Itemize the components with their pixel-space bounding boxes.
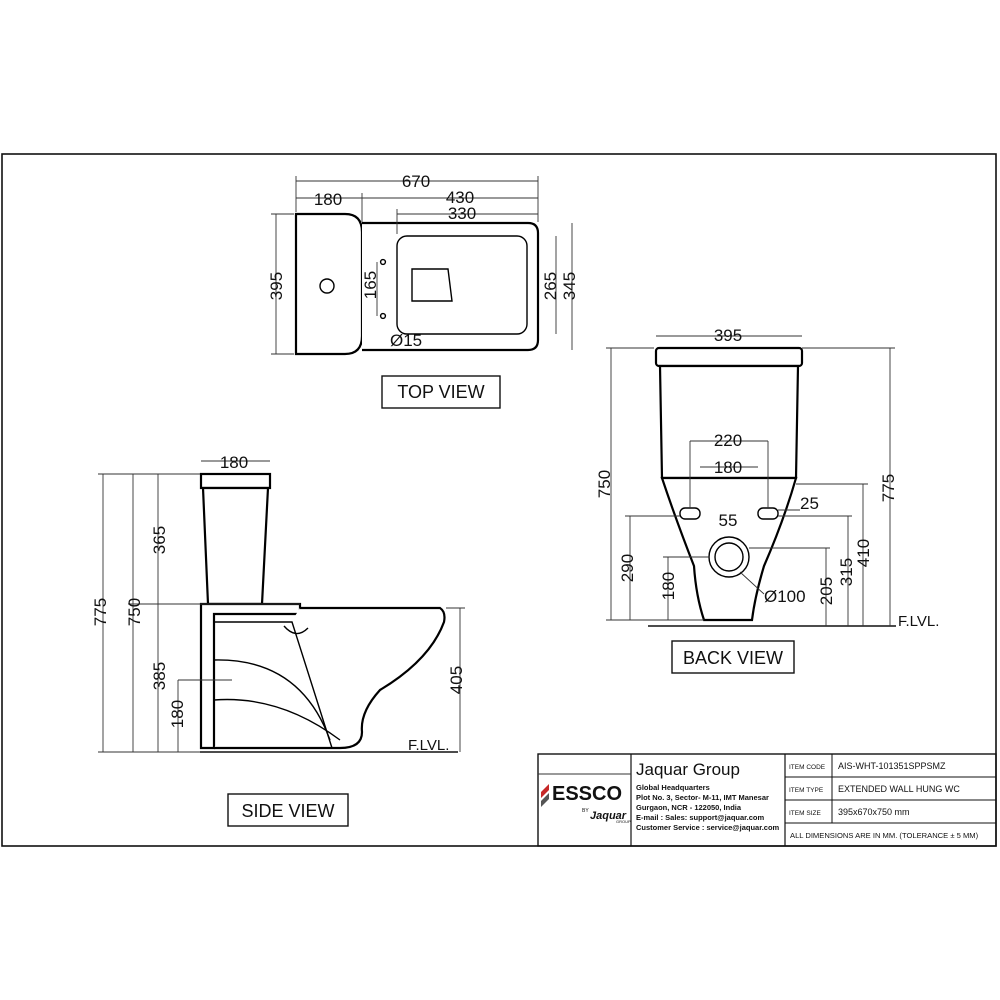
dim-text-55: 55: [719, 511, 738, 530]
dim-text-290: 290: [618, 554, 637, 582]
back-outlet-inner: [714, 542, 744, 572]
dim-text-25: 25: [800, 494, 819, 513]
dim-text-180-back: 180: [714, 458, 742, 477]
logo-text-by: BY: [582, 808, 589, 814]
dim-text-180-out-back: 180: [659, 572, 678, 600]
row-value-item-type: EXTENDED WALL HUNG WC: [838, 784, 960, 794]
row-value-item-code: AIS-WHT-101351SPPSMZ: [838, 761, 946, 771]
dim-text-hole-dia: Ø15: [390, 331, 422, 350]
address-line-1: Global Headquarters: [636, 783, 710, 792]
dim-text-395-back: 395: [714, 326, 742, 345]
top-fixing-hole-1: [379, 258, 387, 266]
dim-text-dia-100: Ø100: [764, 587, 806, 606]
dim-text-410: 410: [854, 539, 873, 567]
dim-text-180: 180: [314, 190, 342, 209]
dim-text-165: 165: [361, 271, 380, 299]
address-line-2: Plot No. 3, Sector- M-11, IMT Manesar: [636, 793, 769, 802]
dim-text-750-back: 750: [595, 470, 614, 498]
side-trap-line-3: [213, 698, 341, 741]
dim-text-315: 315: [837, 558, 856, 586]
side-view: F.LVL. 180 775 750 365 385 180 405: [91, 453, 466, 754]
title-block: ESSCO BY Jaquar GROUP Jaquar Group Globa…: [537, 753, 997, 847]
back-view-label-box: [671, 640, 795, 674]
back-view-label: BACK VIEW: [683, 648, 783, 668]
dim-text-395: 395: [267, 272, 286, 300]
dim-text-205: 205: [817, 577, 836, 605]
dim-text-180-side: 180: [220, 453, 248, 472]
back-view: F.LVL. 395 220 180 25 55 750 290 180 Ø10…: [595, 326, 939, 630]
sheet-border: [1, 153, 997, 847]
company-name: Jaquar Group: [636, 760, 740, 779]
service-line: Customer Service : service@jaquar.com: [636, 823, 780, 832]
essco-logo: ESSCO BY Jaquar GROUP: [541, 783, 631, 824]
top-tank-outline: [294, 212, 364, 356]
dim-text-750: 750: [125, 598, 144, 626]
logo-mark-grey: [541, 793, 549, 807]
leader-dia-100: [739, 571, 765, 595]
back-bowl-outline: [660, 476, 798, 622]
dim-text-775: 775: [91, 598, 110, 626]
row-key-item-size: ITEM SIZE: [789, 810, 821, 817]
side-bowl-outline: [214, 606, 446, 750]
side-view-label: SIDE VIEW: [241, 801, 334, 821]
top-fixing-hole-2: [379, 312, 387, 320]
logo-mark-red: [541, 784, 549, 798]
logo-text-essco: ESSCO: [552, 783, 622, 805]
top-view-label: TOP VIEW: [397, 382, 484, 402]
dim-text-345: 345: [560, 272, 579, 300]
logo-text-jaquar: Jaquar: [590, 810, 627, 822]
top-flush-hole: [319, 278, 335, 294]
top-view-label-box: [381, 375, 501, 409]
top-seat-inner: [411, 268, 453, 302]
side-tank-body: [201, 486, 270, 606]
top-view: 670 180 430 330 395 165 265 345 Ø15: [267, 172, 579, 356]
dim-text-670: 670: [402, 172, 430, 191]
address-line-3: Gurgaon, NCR - 122050, India: [636, 803, 742, 812]
dim-text-220: 220: [714, 431, 742, 450]
row-key-item-type: ITEM TYPE: [789, 787, 824, 794]
side-floor-label: F.LVL.: [408, 737, 449, 754]
row-key-item-code: ITEM CODE: [789, 764, 826, 771]
side-trap-line-2: [213, 659, 331, 741]
dim-text-365: 365: [150, 526, 169, 554]
top-seat-outline: [396, 235, 528, 335]
side-view-label-box: [227, 793, 349, 827]
dimensions-note: ALL DIMENSIONS ARE IN MM. (TOLERANCE ± 5…: [790, 831, 979, 840]
back-floor-label: F.LVL.: [898, 613, 939, 630]
logo-text-group: GROUP: [616, 819, 631, 824]
dim-text-265: 265: [541, 272, 560, 300]
side-waterseal: [283, 625, 309, 635]
dim-text-405: 405: [447, 666, 466, 694]
dim-text-180-out: 180: [168, 700, 187, 728]
dim-text-775-back: 775: [879, 474, 898, 502]
side-tank-lid: [199, 472, 272, 490]
row-value-item-size: 395x670x750 mm: [838, 807, 910, 817]
email-line: E-mail : Sales: support@jaquar.com: [636, 813, 765, 822]
dim-text-330: 330: [448, 204, 476, 223]
side-trap-line-1: [214, 621, 333, 749]
back-tank-lid: [654, 346, 804, 368]
dim-text-430: 430: [446, 188, 474, 207]
dim-text-385: 385: [150, 662, 169, 690]
